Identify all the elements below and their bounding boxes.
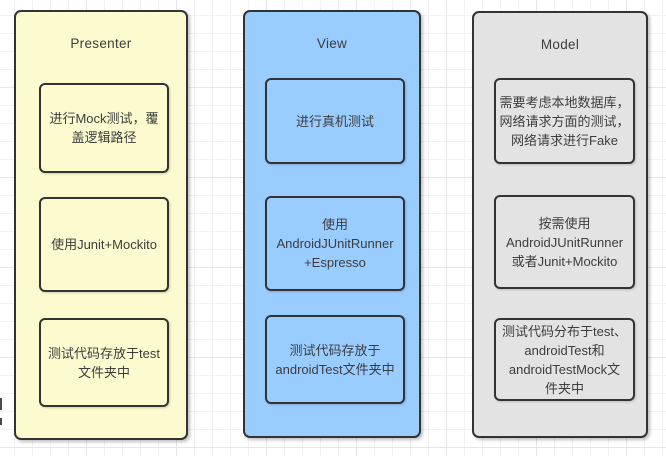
- model-container-shape[interactable]: Model 需要考虑本地数据库， 网络请求方面的测试， 网络请求进行Fake 按…: [472, 11, 648, 438]
- presenter-container-shape[interactable]: Presenter 进行Mock测试，覆 盖逻辑路径 使用Junit+Mocki…: [14, 10, 188, 440]
- view-box-device-test[interactable]: 进行真机测试: [265, 78, 405, 164]
- view-box-junitrunner-espresso[interactable]: 使用 AndroidJUnitRunner +Espresso: [265, 196, 405, 291]
- model-box-test-folders[interactable]: 测试代码分布于test、 androidTest和 androidTestMoc…: [494, 318, 635, 401]
- view-box-androidtest-folder[interactable]: 测试代码存放于 androidTest文件夹中: [265, 315, 405, 404]
- left-edge-artifact: [0, 398, 2, 410]
- view-title: View: [316, 36, 348, 51]
- presenter-box-test-folder[interactable]: 测试代码存放于test 文件夹中: [39, 318, 169, 407]
- model-title: Model: [540, 37, 580, 52]
- view-container-shape[interactable]: View 进行真机测试 使用 AndroidJUnitRunner +Espre…: [243, 10, 421, 438]
- presenter-box-junit-mockito[interactable]: 使用Junit+Mockito: [39, 197, 169, 292]
- left-edge-artifact: [0, 418, 2, 425]
- model-box-database-fake[interactable]: 需要考虑本地数据库， 网络请求方面的测试， 网络请求进行Fake: [494, 78, 635, 164]
- presenter-title: Presenter: [70, 36, 132, 51]
- model-box-runner-or-mockito[interactable]: 按需使用 AndroidJUnitRunner 或者Junit+Mockito: [494, 195, 635, 289]
- presenter-box-mock-test[interactable]: 进行Mock测试，覆 盖逻辑路径: [39, 83, 169, 173]
